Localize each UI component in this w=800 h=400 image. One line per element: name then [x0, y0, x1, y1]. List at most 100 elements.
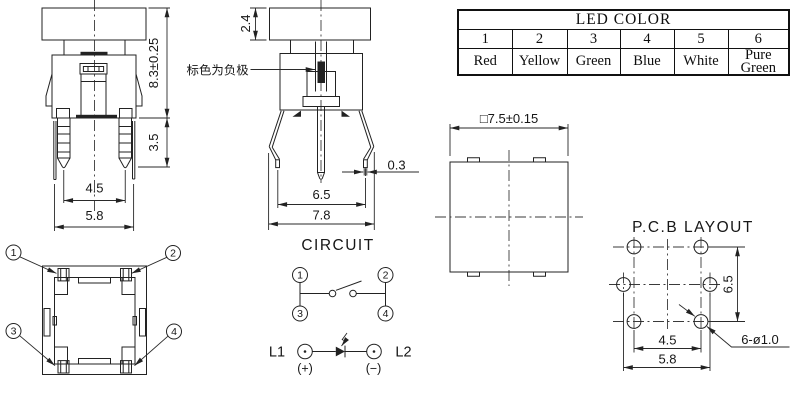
- side-dim-clip-pitch-text: 6.5: [312, 187, 330, 202]
- front-view: 8.3±0.25 3.5 4.5 5.8: [41, 0, 170, 231]
- led-table-color-4: Blue: [619, 48, 675, 76]
- bottom-pin-callout-3: 3: [5, 323, 56, 366]
- front-dim-height-text: 8.3±0.25: [146, 38, 161, 89]
- circuit-l2-label: L2: [395, 345, 411, 361]
- led-table-title: LED COLOR: [457, 9, 790, 30]
- front-pin-base-left: [56, 108, 70, 119]
- top-outline: [449, 161, 569, 273]
- side-center-pin: [317, 106, 325, 180]
- circuit-l2-dot: [372, 350, 376, 353]
- led-table-num-1: 1: [457, 29, 513, 49]
- circuit-pin-3-label: 3: [297, 308, 303, 320]
- bottom-outline: [42, 265, 147, 375]
- front-dim-base-width-text: 5.8: [85, 208, 103, 223]
- pcb-dim-pin-pitch-text: 4.5: [658, 333, 676, 348]
- pcb-hole-callout: 6-ø1.0: [678, 304, 790, 348]
- led-table-num-4: 4: [619, 29, 675, 49]
- pcb-column-centerlines: [633, 237, 702, 332]
- circuit-minus-label: (−): [366, 362, 382, 376]
- pcb-dim-row-pitch: 6.5: [709, 246, 745, 322]
- circuit-pin-1-label: 1: [297, 270, 303, 282]
- bottom-pin-callout-2: 2: [131, 245, 181, 274]
- circuit-plus-label: (+): [297, 362, 313, 376]
- side-note-text: 标色为负极: [187, 62, 249, 77]
- circuit-contact-left: [328, 289, 337, 298]
- bottom-tab-right: [139, 308, 146, 337]
- circuit-led-triangle: [335, 346, 345, 357]
- side-body: [279, 53, 363, 111]
- circuit-pin-2-label: 2: [383, 270, 389, 282]
- circuit-led-flash-arrow: [341, 332, 349, 347]
- bottom-pin-1-label: 1: [11, 247, 17, 259]
- side-clip-left: [268, 110, 285, 169]
- front-pin-left: [57, 117, 71, 169]
- pcb-layout: P.C.B LAYOUT 6.5 4.5 5.8: [609, 219, 790, 371]
- front-dim-pin-pitch-text: 4.5: [85, 181, 103, 196]
- front-pin-base-right: [119, 108, 133, 119]
- bottom-body: [54, 277, 136, 365]
- top-dim-outline: □7.5±0.15: [449, 111, 569, 156]
- pcb-holes: [616, 239, 718, 329]
- front-leg-left: [53, 121, 57, 180]
- front-top-boss: [80, 51, 108, 55]
- side-boss-left: [292, 110, 301, 117]
- bottom-pin-4-label: 4: [171, 326, 177, 338]
- circuit-l1-dot: [303, 350, 307, 353]
- bottom-pin-callout-4: 4: [134, 323, 182, 366]
- bottom-view: 1 2 3 4: [5, 244, 182, 375]
- front-stem: [63, 40, 126, 55]
- top-dim-outline-text: □7.5±0.15: [480, 111, 538, 126]
- pcb-dim-row-pitch-text: 6.5: [721, 275, 736, 293]
- led-table-color-row: Red Yellow Green Blue White Pure Green: [457, 48, 790, 76]
- pcb-dim-led-pitch-text: 5.8: [658, 352, 676, 367]
- front-led-holder: [79, 63, 108, 75]
- side-led-channel: [315, 41, 327, 92]
- top-tabs: [467, 157, 546, 277]
- pcb-dim-pin-pitch: 4.5: [633, 330, 702, 353]
- led-table-color-5: White: [673, 48, 729, 76]
- led-color-table: LED COLOR 1 2 3 4 5 6 Red Yellow Green B…: [457, 9, 791, 76]
- front-dim-height: 8.3±0.25: [139, 7, 170, 119]
- led-table-color-6: Pure Green: [727, 48, 790, 76]
- bottom-nub-right: [132, 316, 137, 326]
- led-table-num-2: 2: [511, 29, 568, 49]
- side-boss-right: [341, 110, 350, 117]
- side-dim-overall-width-text: 7.8: [312, 208, 330, 223]
- led-table-color-1: Red: [457, 48, 513, 76]
- front-dim-pin-length: 3.5: [138, 118, 170, 168]
- circuit-led-row: L1 L2 (+) (−): [269, 332, 412, 376]
- bottom-corner-pins: [57, 268, 132, 374]
- circuit-diagram: CIRCUIT 1 2 3 4 L1 L2 (+) (−): [269, 237, 412, 376]
- side-dim-overall-width: 7.8: [268, 152, 375, 230]
- led-table-color-2: Yellow: [511, 48, 568, 76]
- side-dim-clip-thickness-text: 0.3: [388, 158, 406, 173]
- circuit-contact-right: [349, 289, 357, 298]
- circuit-l2-terminal: [366, 343, 382, 360]
- front-dim-base-width: 5.8: [54, 184, 135, 231]
- circuit-title: CIRCUIT: [301, 237, 374, 254]
- circuit-switch-lever: [335, 280, 362, 291]
- side-clip-right: [358, 110, 375, 176]
- pcb-row-centerlines: [609, 246, 723, 322]
- bottom-pin-callout-1: 1: [5, 244, 57, 274]
- front-led-body: [80, 73, 107, 117]
- bottom-pin-3-label: 3: [11, 326, 17, 338]
- front-side-wings: [45, 73, 143, 107]
- front-led-holder-ribs: [87, 66, 100, 72]
- top-view: □7.5±0.15: [435, 111, 583, 286]
- side-dim-cap-height: 2.4: [238, 7, 267, 41]
- circuit-pin-4-label: 4: [383, 308, 389, 320]
- side-note: 标色为负极: [186, 62, 315, 77]
- led-table-color-3: Green: [566, 48, 621, 76]
- front-leg-right: [132, 121, 136, 180]
- front-cap: [41, 7, 147, 41]
- led-table-num-3: 3: [566, 29, 621, 49]
- circuit-l1-label: L1: [269, 345, 285, 361]
- side-dim-cap-height-text: 2.4: [238, 14, 253, 32]
- led-table-title-row: LED COLOR: [457, 9, 790, 30]
- bottom-nub-left: [52, 316, 57, 326]
- side-plunger: [290, 40, 354, 54]
- side-note-glyphs: [186, 63, 249, 76]
